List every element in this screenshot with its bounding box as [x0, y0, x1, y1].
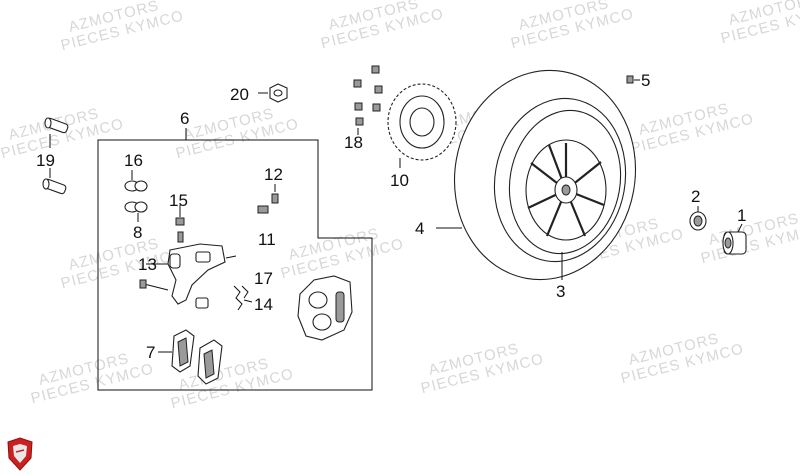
part-18-bolts — [353, 65, 383, 135]
callout-14: 14 — [254, 295, 273, 314]
callout-4: 4 — [415, 219, 424, 238]
caliper-assembly-frame — [97, 139, 373, 391]
callout-16: 16 — [124, 151, 143, 170]
part-16-seals — [124, 170, 148, 222]
callout-19: 19 — [36, 151, 55, 170]
callout-11: 11 — [258, 230, 276, 249]
callout-17: 17 — [254, 269, 273, 288]
caliper-body — [297, 275, 353, 341]
part-20-nut — [258, 83, 288, 103]
callout-1: 1 — [737, 206, 746, 225]
part-7-brake-pads — [158, 329, 223, 385]
callout-2: 2 — [691, 187, 700, 206]
callout-12: 12 — [264, 165, 283, 184]
part-15-bolt — [175, 205, 185, 243]
part-12-bleeder — [257, 184, 279, 214]
callout-3: 3 — [556, 282, 565, 301]
azmotors-shield-logo — [7, 437, 33, 471]
callout-6: 6 — [180, 109, 189, 128]
callout-7: 7 — [146, 343, 155, 362]
callout-10: 10 — [390, 171, 409, 190]
callout-18: 18 — [344, 133, 363, 152]
part-13-caliper-bracket — [139, 243, 237, 309]
part-2-collar — [689, 206, 707, 231]
callout-15: 15 — [169, 191, 188, 210]
part-1-spacer — [722, 223, 747, 255]
part-5-bolt — [626, 75, 640, 84]
callout-13: 13 — [138, 255, 157, 274]
part-10-brake-disc — [387, 83, 457, 168]
part-19-spacers — [42, 117, 69, 195]
callout-8: 8 — [133, 223, 142, 242]
callout-20: 20 — [230, 85, 249, 104]
part-4-tire-and-wheel — [436, 69, 637, 281]
callout-5: 5 — [641, 71, 650, 90]
part-17-spring-clip — [233, 285, 253, 311]
